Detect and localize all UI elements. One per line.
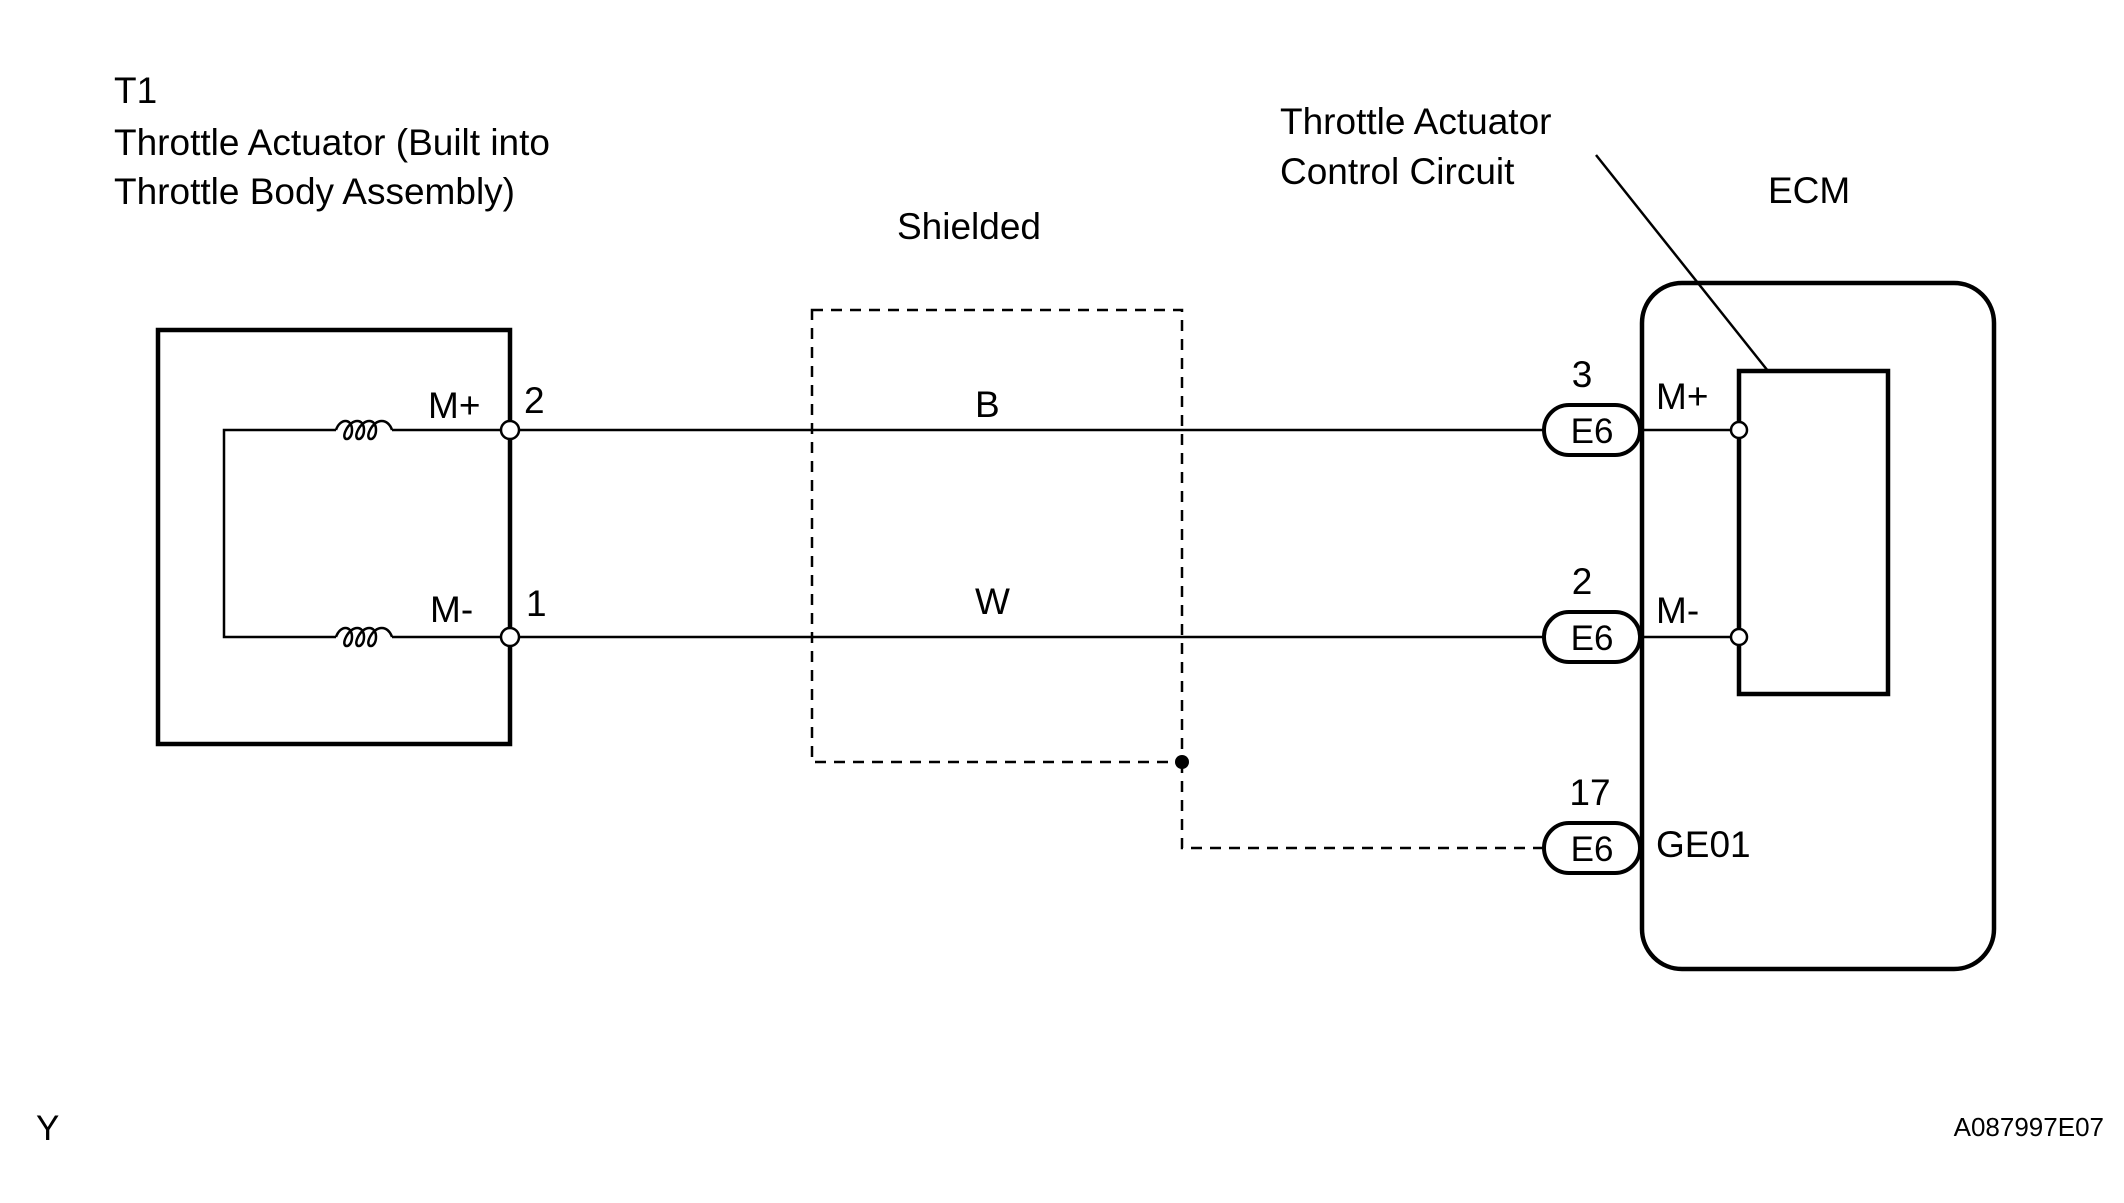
shield-ground-wire xyxy=(1180,762,1548,850)
actuator-pin-label-mminus: M- xyxy=(430,589,473,630)
connector-e6-pin17 xyxy=(1542,821,1642,875)
connector-e6-pin3 xyxy=(1542,403,1642,457)
ecm-terminal-label-mplus: M+ xyxy=(1656,376,1708,417)
connector-e6-pin2 xyxy=(1542,610,1642,664)
shield-label: Shielded xyxy=(897,206,1041,247)
coil-lower-icon xyxy=(334,626,394,648)
footer-left-code: Y xyxy=(36,1109,59,1148)
actuator-terminal-mplus xyxy=(499,419,521,441)
actuator-terminal-mminus xyxy=(499,626,521,648)
actuator-code: T1 xyxy=(114,70,157,111)
ecm-terminal-mplus xyxy=(1729,420,1749,440)
ecm-circuit-label-line2: Control Circuit xyxy=(1280,151,1515,192)
actuator-pin-label-mplus: M+ xyxy=(428,385,480,426)
ecm-pin-number-2: 2 xyxy=(1572,561,1593,602)
ecm-terminal-label-ge01: GE01 xyxy=(1656,824,1751,865)
figure-id: A087997E07 xyxy=(1954,1112,2104,1142)
actuator-name-line2: Throttle Body Assembly) xyxy=(114,171,515,212)
actuator-internal-loop xyxy=(222,428,336,639)
circuit-callout-leader xyxy=(1595,154,1769,372)
coil-upper-icon xyxy=(334,419,394,441)
actuator-name-line1: Throttle Actuator (Built into xyxy=(114,122,550,163)
connector-e6-pin3-label: E6 xyxy=(1571,412,1614,451)
wire-color-w: W xyxy=(975,581,1010,622)
ecm-pin-number-17: 17 xyxy=(1569,772,1610,813)
wire-color-b: B xyxy=(975,384,1000,425)
actuator-pin-number-1: 1 xyxy=(526,583,547,624)
shield-junction-dot xyxy=(1175,755,1189,769)
connector-e6-pin17-label: E6 xyxy=(1571,830,1614,869)
ecm-control-circuit-box xyxy=(1736,368,1891,697)
ecm-pin-number-3: 3 xyxy=(1572,354,1593,395)
ecm-box xyxy=(1639,280,1997,972)
ecm-terminal-label-mminus: M- xyxy=(1656,590,1699,631)
ecm-circuit-label-line1: Throttle Actuator xyxy=(1280,101,1551,142)
shield-box xyxy=(810,308,1184,764)
connector-e6-pin2-label: E6 xyxy=(1571,619,1614,658)
actuator-box xyxy=(155,327,513,747)
ecm-terminal-mminus xyxy=(1729,627,1749,647)
actuator-pin-number-2: 2 xyxy=(524,380,545,421)
ecm-title: ECM xyxy=(1768,170,1850,211)
